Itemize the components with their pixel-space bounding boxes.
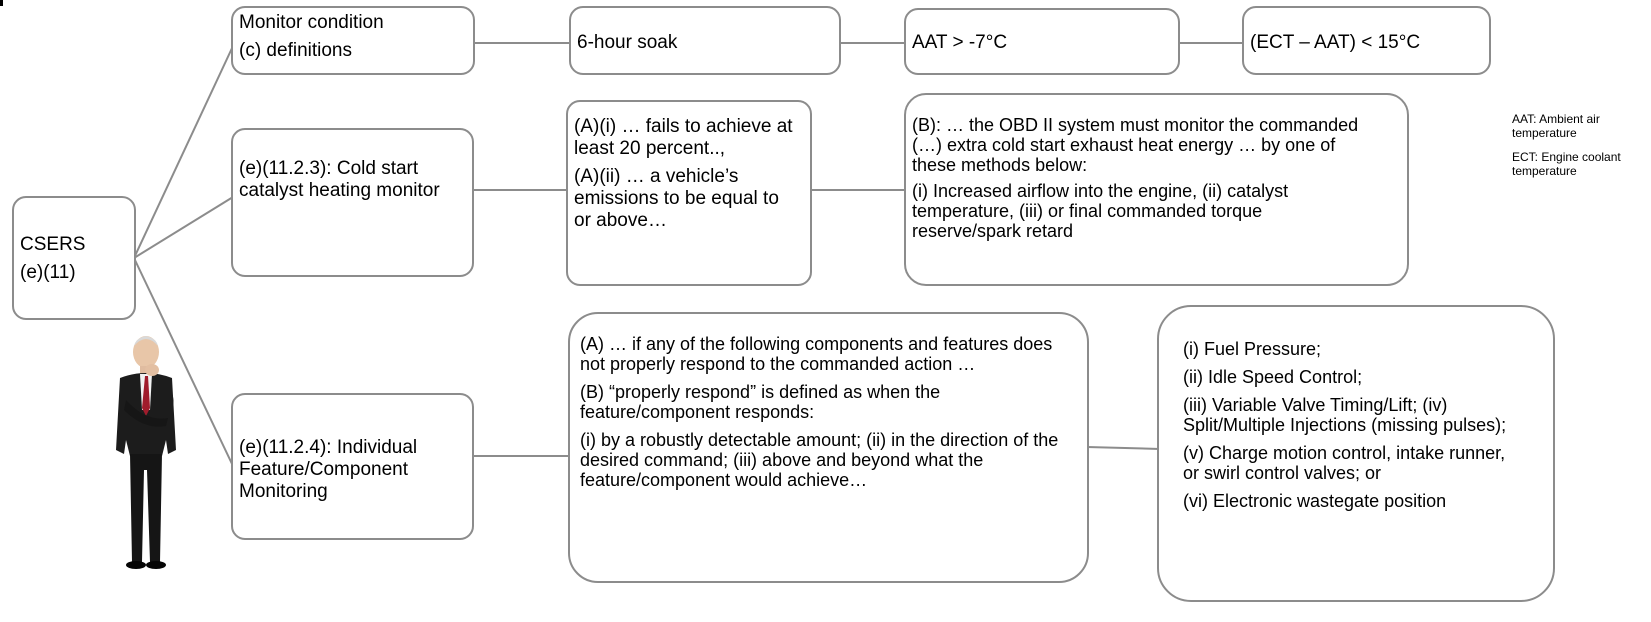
abbreviation-notes: AAT: Ambient air temperature ECT: Engine… xyxy=(1512,112,1647,188)
connector-root-monitor xyxy=(133,45,234,259)
component-item: (vi) Electronic wastegate position xyxy=(1183,491,1447,511)
cold-start-text: (e)(11.2.3): Cold start catalyst heating… xyxy=(239,158,440,201)
respond-p3: (i) by a robustly detectable amount; (ii… xyxy=(580,430,1059,490)
root-box: CSERS (e)(11) xyxy=(12,196,136,320)
component-item: (iii) Variable Valve Timing/Lift; (iv) S… xyxy=(1183,395,1507,435)
monitor-condition-line1: Monitor condition xyxy=(239,12,384,33)
connector-root-individual xyxy=(133,257,234,467)
respond-box: (A) … if any of the following components… xyxy=(568,312,1089,583)
monitor-condition-line2: (c) definitions xyxy=(239,40,352,61)
note-aat: AAT: Ambient air temperature xyxy=(1512,112,1600,140)
connector-respond-components xyxy=(1086,446,1161,450)
root-line1: CSERS xyxy=(20,234,86,255)
component-item: (i) Fuel Pressure; xyxy=(1183,339,1322,359)
aat-box: AAT > -7°C xyxy=(904,8,1180,75)
fails-p1: (A)(i) … fails to achieve at least 20 pe… xyxy=(574,116,793,159)
individual-box: (e)(11.2.4): Individual Feature/Componen… xyxy=(231,393,474,540)
components-box: (i) Fuel Pressure; (ii) Idle Speed Contr… xyxy=(1157,305,1555,602)
obd-box: (B): … the OBD II system must monitor th… xyxy=(904,93,1409,286)
thinking-person-icon xyxy=(116,336,176,569)
ect-box: (ECT – AAT) < 15°C xyxy=(1242,6,1491,75)
obd-p2: (i) Increased airflow into the engine, (… xyxy=(912,181,1289,241)
soak-text: 6-hour soak xyxy=(577,32,678,53)
aat-text: AAT > -7°C xyxy=(912,32,1008,53)
individual-text: (e)(11.2.4): Individual Feature/Componen… xyxy=(239,437,418,502)
fails-p2: (A)(ii) … a vehicle’s emissions to be eq… xyxy=(574,166,779,231)
component-item: (ii) Idle Speed Control; xyxy=(1183,367,1363,387)
root-line2: (e)(11) xyxy=(20,262,76,283)
ect-text: (ECT – AAT) < 15°C xyxy=(1250,32,1421,53)
respond-p1: (A) … if any of the following components… xyxy=(580,334,1053,374)
soak-box: 6-hour soak xyxy=(569,6,841,75)
respond-p2: (B) “properly respond” is defined as whe… xyxy=(580,382,941,422)
obd-p1: (B): … the OBD II system must monitor th… xyxy=(912,115,1359,175)
component-item: (v) Charge motion control, intake runner… xyxy=(1183,443,1506,483)
fails-box: (A)(i) … fails to achieve at least 20 pe… xyxy=(566,100,812,286)
note-ect: ECT: Engine coolant temperature xyxy=(1512,150,1621,178)
connector-root-coldstart xyxy=(133,196,234,259)
slide-corner-mark xyxy=(0,0,3,6)
monitor-condition-box: Monitor condition (c) definitions xyxy=(231,6,475,75)
cold-start-box: (e)(11.2.3): Cold start catalyst heating… xyxy=(231,128,474,277)
